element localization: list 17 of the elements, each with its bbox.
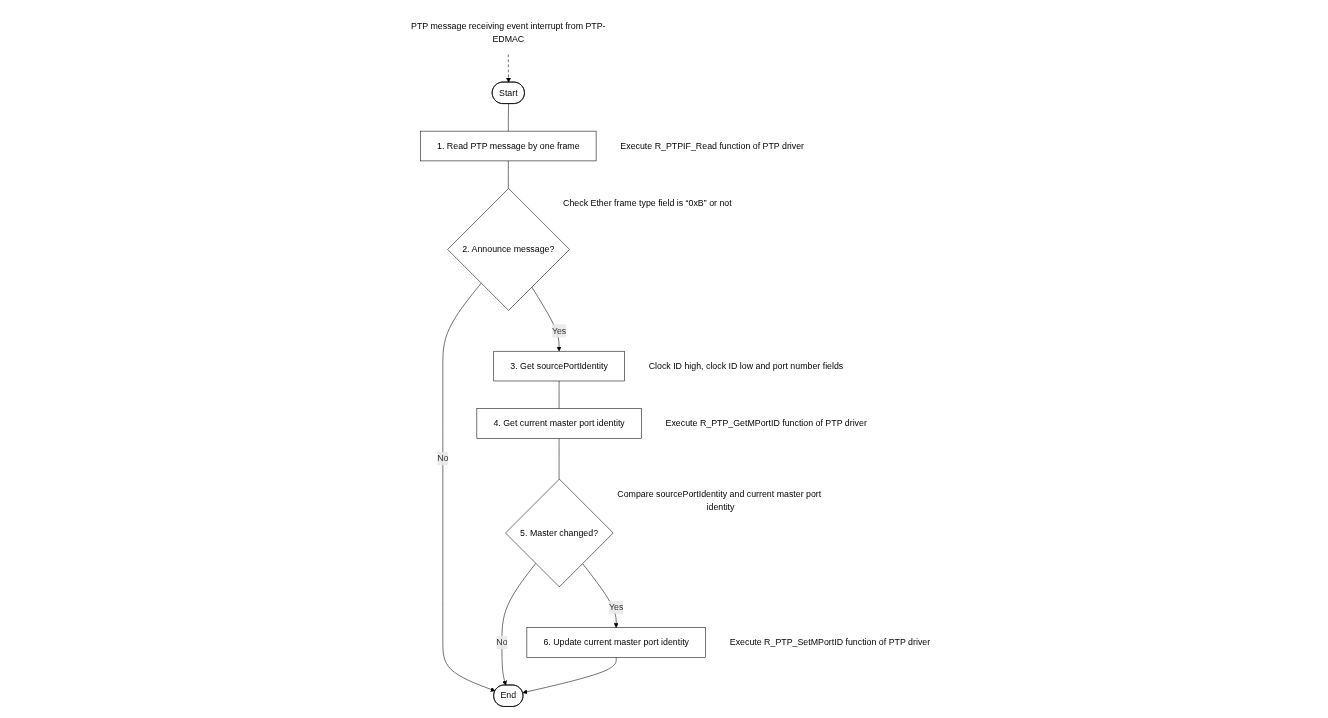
edge-label: No	[437, 453, 449, 464]
node-box: 3. Get sourcePortIdentity	[493, 350, 625, 382]
edge-label: No	[496, 637, 508, 647]
node-box: 1. Read PTP message by one frame	[420, 130, 597, 162]
node-box: 6. Update current master port identity	[526, 627, 706, 658]
node-box: 4. Get current master port identity	[476, 408, 642, 439]
edge-label: Yes	[551, 325, 567, 336]
node-label: Compare sourcePortIdentity and current master port identity	[617, 489, 822, 512]
node-text: PTP message receiving event interrupt from PTP-EDMAC	[410, 21, 606, 45]
node-label: Execute R_PTP_GetMPortID function of PTP driver	[665, 418, 867, 428]
node-label: Execute R_PTP_SetMPortID function of PTP driver	[729, 637, 931, 647]
node-label: Clock ID high, clock ID low and port number fields	[648, 361, 844, 371]
node-label: Execute R_PTPIF_Read function of PTP driver	[620, 141, 804, 151]
node-label: Check Ether frame type field is “0xB” or not	[562, 198, 732, 208]
edge-label: Yes	[608, 602, 624, 612]
node-diamond: 5. Master changed?	[505, 478, 614, 588]
connector	[507, 103, 509, 132]
